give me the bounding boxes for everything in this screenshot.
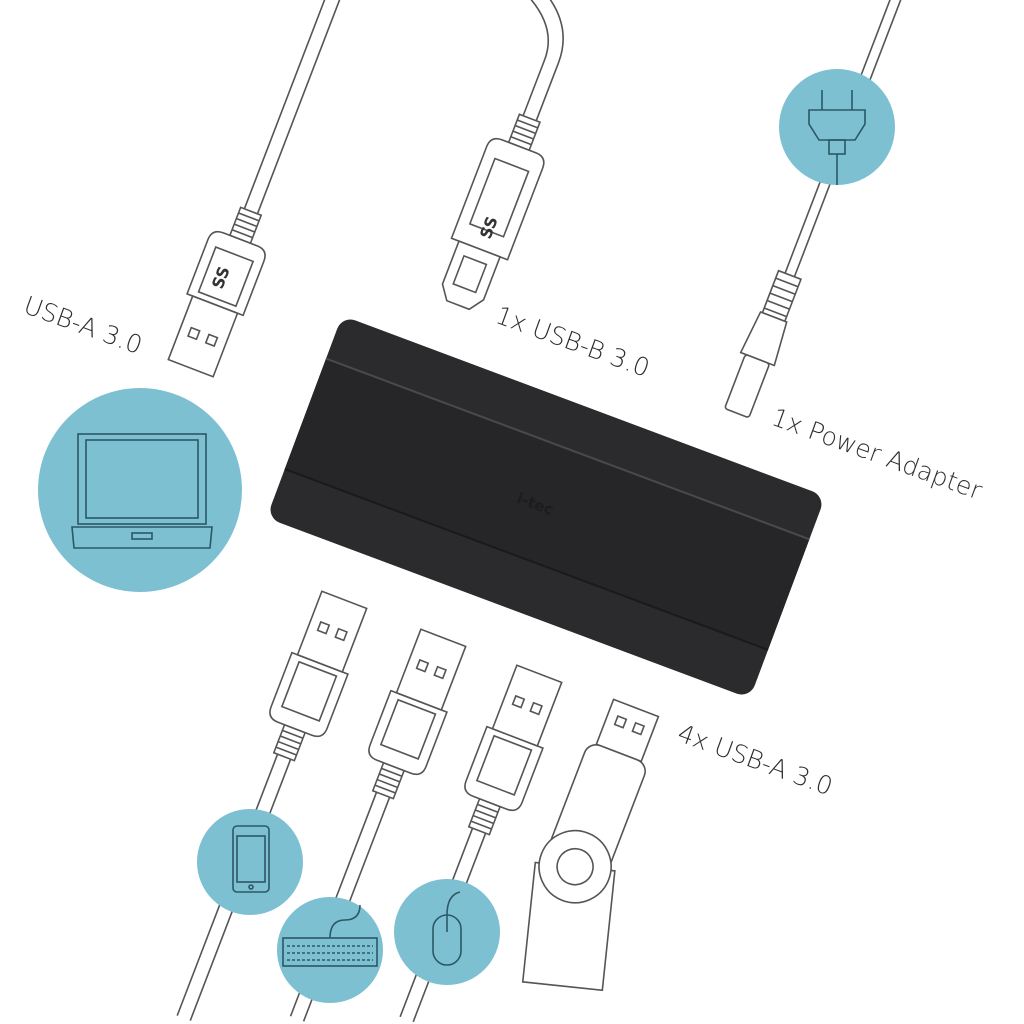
smartphone-icon xyxy=(232,825,270,893)
laptop-circle xyxy=(38,388,242,592)
mouse-circle xyxy=(394,879,500,985)
usb-flash-drive xyxy=(521,698,660,992)
wall-plug-icon xyxy=(808,90,866,185)
mouse-icon xyxy=(432,891,462,966)
phone-circle xyxy=(197,809,303,915)
usb-b-plug xyxy=(406,0,564,311)
wall-plug-circle xyxy=(779,69,895,185)
label-usb-a-upstream: USB-A 3.0 xyxy=(20,290,146,360)
label-usb-b: 1x USB-B 3.0 xyxy=(492,300,654,382)
label-usb-a-ports: 4x USB-A 3.0 xyxy=(674,718,837,801)
power-adapter-plug xyxy=(724,0,907,418)
usb-a-upstream-plug xyxy=(161,0,348,380)
keyboard-circle xyxy=(277,897,383,1003)
laptop-icon xyxy=(71,433,213,549)
usb-a-upstream-cable xyxy=(243,0,348,215)
usb-hub-device: i-tec xyxy=(270,319,822,695)
keyboard-icon xyxy=(282,904,378,967)
